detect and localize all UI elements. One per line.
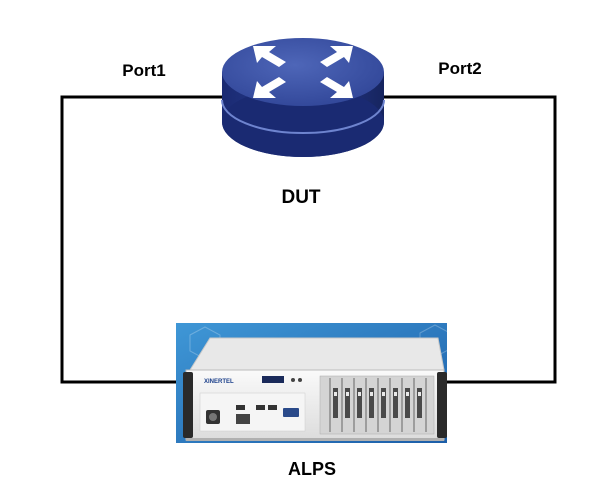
lcd-display — [262, 376, 284, 383]
port1-link — [60, 95, 236, 384]
port2-link — [378, 95, 557, 384]
left-handle — [183, 372, 193, 438]
alps-chassis-icon: XINERTEL — [176, 323, 451, 443]
alps-label: ALPS — [288, 459, 336, 479]
port1-label: Port1 — [122, 61, 165, 80]
usb-port — [236, 405, 245, 410]
dut-switch-icon — [221, 38, 385, 157]
dut-label: DUT — [281, 187, 320, 208]
port2-label: Port2 — [438, 59, 481, 78]
brand-logo: XINERTEL — [204, 379, 234, 385]
right-handle — [437, 372, 447, 438]
line-card-slots — [319, 375, 435, 435]
switch-arrows-icon — [253, 46, 353, 98]
connection-lines — [60, 95, 557, 384]
